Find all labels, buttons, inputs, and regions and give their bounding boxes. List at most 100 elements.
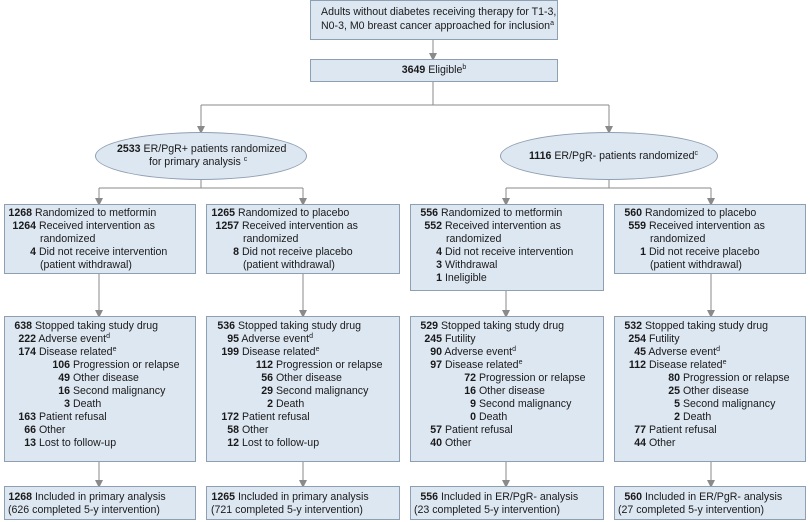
rand-pm-row-count: 1264 [12,220,36,232]
rand-nm-row-count: 3 [436,259,442,271]
stop-np-row: 5 Second malignancy [658,398,775,411]
stop-nm-row: 72 Progression or relapse [454,372,585,385]
rand-np-row: 1 Did not receive placebo [622,246,760,259]
rand-np-row-count: 559 [628,220,646,232]
stop-nm-row-count: 72 [464,372,476,384]
rand-nm-row-count: 552 [424,220,442,232]
rand-np-title-label: Randomized to placebo [642,207,757,219]
stop-pm-row-label: Second malignancy [70,385,166,397]
stop-pp-row-count: 29 [261,385,273,397]
rand-pp-row: 1257 Received intervention as [215,220,358,233]
box-randomized-negative-placebo [614,204,806,274]
box-randomized-positive-placebo [206,204,400,274]
stop-pm-row: 16 Second malignancy [48,385,165,398]
stop-nm-row: 9 Second malignancy [454,398,571,411]
stop-pp-row: 112 Progression or relapse [251,359,383,372]
final-np-line-2: (27 completed 5-y intervention) [618,504,765,516]
stop-np-row-count: 25 [668,385,680,397]
rand-pm-row-label: Did not receive intervention [36,246,168,258]
box-stopped-positive-placebo [206,316,400,462]
rand-nm-row-label: Received intervention as [442,220,561,232]
final-np-line-1: 560 Included in ER/PgR- analysis [618,491,782,504]
footnote-b: b [462,64,467,71]
stop-pp-row-count: 58 [227,424,239,436]
stop-pm-row: 66 Other [12,424,65,437]
stop-nm-row-count: 40 [430,437,442,449]
positive-label: ER/PgR+ patients randomized [143,143,287,155]
stop-pm-row: 49 Other disease [48,372,139,385]
stop-np-row-label: Death [680,411,712,423]
box-stopped-negative-metformin [410,316,604,462]
rand-pp-row-label: Did not receive placebo [239,246,353,258]
rand-np-title-count: 560 [624,207,642,219]
stop-pm-row-count: 16 [58,385,70,397]
rand-nm-title-count: 556 [420,207,438,219]
stop-np-row: 77 Patient refusal [622,424,716,437]
rand-pp-title-label: Randomized to placebo [235,207,350,219]
final-np-label: Included in ER/PgR- analysis [642,491,783,503]
negative-randomized-ellipse [500,132,718,180]
rand-nm-row-count: 1 [436,272,442,284]
rand-pm-row-continuation: randomized [40,233,96,245]
box-stopped-negative-placebo [614,316,806,462]
rand-nm-row: 552 Received intervention as [418,220,561,233]
stop-pp-row-count: 112 [255,359,273,371]
rand-np-title: 560 Randomized to placebo [618,207,756,220]
stop-pp-row-label: Death [273,398,305,410]
stop-pp-row-count: 56 [261,372,273,384]
rand-pp-row-count: 1257 [215,220,239,232]
stop-np-title-count: 532 [624,320,642,332]
final-np-count: 560 [624,491,642,503]
rand-np-row-continuation: randomized [650,233,706,245]
positive-randomized-ellipse [95,132,307,180]
stop-nm-row-label: Futility [442,333,476,345]
stop-pm-row-count: 106 [52,359,70,371]
stop-pm-row-label: Patient refusal [36,411,107,423]
stop-pp-row-label: Other [239,424,269,436]
footnote-d: d [512,346,516,353]
rand-pm-title: 1268 Randomized to metformin [8,207,156,220]
stop-pm-row-label: Other [36,424,66,436]
final-pp-label: Included in primary analysis [235,491,369,503]
box-final-positive-placebo [206,486,400,520]
stop-np-row-count: 5 [674,398,680,410]
stop-pp-row: 56 Other disease [251,372,342,385]
box-stopped-positive-metformin [4,316,196,462]
stop-pp-row-count: 172 [221,411,239,423]
rand-pm-row-continuation: (patient withdrawal) [40,259,132,271]
stop-np-row: 254 Futility [622,333,679,346]
stop-pp-row-label: Disease related [239,346,316,358]
stop-np-row-count: 254 [628,333,646,345]
rand-nm-row-label: Withdrawal [442,259,498,271]
footnote-e: e [112,346,117,353]
stop-pm-title-label: Stopped taking study drug [32,320,159,332]
stop-pp-title-count: 536 [217,320,235,332]
rand-nm-title: 556 Randomized to metformin [414,207,562,220]
stop-nm-row: 90 Adverse eventd [418,346,516,359]
stop-pp-row-label: Patient refusal [239,411,310,423]
rand-np-row-count: 1 [640,246,646,258]
stop-pp-row-count: 199 [221,346,239,358]
final-nm-label: Included in ER/PgR- analysis [438,491,579,503]
stop-nm-row: 40 Other [418,437,471,450]
stop-nm-row-count: 57 [430,424,442,436]
rand-pp-row-continuation: (patient withdrawal) [243,259,335,271]
stop-pm-row: 163 Patient refusal [12,411,107,424]
stop-nm-row-label: Other disease [476,385,545,397]
stop-np-row-label: Other disease [680,385,749,397]
rand-pm-row-label: Received intervention as [36,220,155,232]
final-nm-line-2: (23 completed 5-y intervention) [414,504,561,516]
final-pm-line-1: 1268 Included in primary analysis [8,491,165,504]
footnote-e: e [315,346,320,353]
stop-nm-row: 245 Futility [418,333,476,346]
stop-nm-row-count: 16 [464,385,476,397]
stop-np-row-count: 80 [668,372,680,384]
stop-pm-row-count: 13 [24,437,36,449]
stop-nm-row-count: 90 [430,346,442,358]
final-pp-line-1: 1265 Included in primary analysis [211,491,369,504]
stop-pp-row-label: Lost to follow-up [239,437,320,449]
stop-nm-row-label: Death [476,411,508,423]
stop-pp-row: 95 Adverse eventd [215,333,313,346]
footnote-d: d [309,333,313,340]
stop-np-row-count: 44 [634,437,646,449]
